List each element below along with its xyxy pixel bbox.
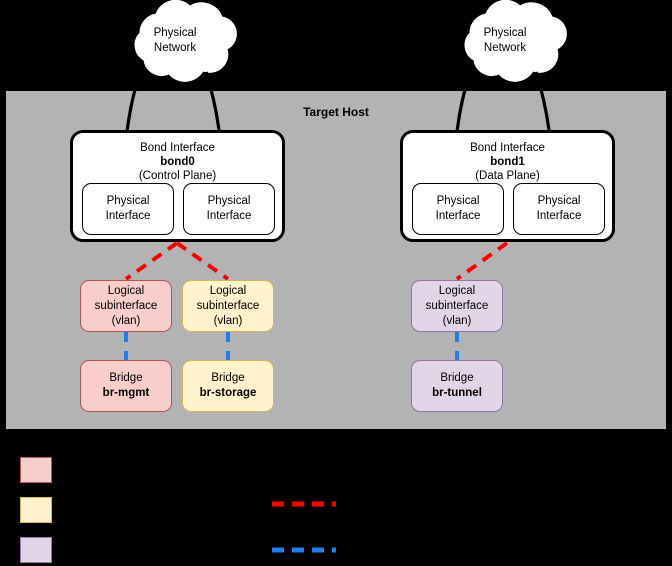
- bond1-phy1-label: Physical Interface: [435, 195, 481, 222]
- bond1-name: bond1: [490, 156, 525, 168]
- vlan-storage-label: Logical subinterface (vlan): [196, 284, 260, 327]
- bond0-phy1-label: Physical Interface: [105, 195, 151, 222]
- vlan-mgmt-node[interactable]: Logical subinterface (vlan): [80, 280, 172, 332]
- bond0-plane: (Control Plane): [138, 170, 217, 182]
- cloud-left-label: Physical Network: [153, 27, 197, 54]
- bond1-container[interactable]: Bond Interface bond1 (Data Plane) Physic…: [400, 130, 615, 242]
- bridge-br-mgmt-label: Bridge br-mgmt: [102, 372, 150, 399]
- bond0-phy2-label: Physical Interface: [206, 195, 252, 222]
- bond0-name: bond0: [160, 156, 195, 168]
- bond1-physical-interface-1[interactable]: Physical Interface: [412, 183, 504, 235]
- legend-swatch-storage: [20, 497, 52, 523]
- bridge-br-tunnel-label: Bridge br-tunnel: [432, 372, 482, 399]
- bond0-title: Bond Interface: [140, 142, 215, 154]
- bond1-title-block: Bond Interface bond1 (Data Plane): [403, 141, 612, 183]
- bridge-br-storage-label: Bridge br-storage: [199, 372, 257, 399]
- bridge-br-tunnel-node[interactable]: Bridge br-tunnel: [411, 360, 503, 412]
- bond1-phy2-label: Physical Interface: [536, 195, 582, 222]
- bond0-title-block: Bond Interface bond0 (Control Plane): [73, 141, 282, 183]
- vlan-mgmt-label: Logical subinterface (vlan): [94, 284, 158, 327]
- bond1-title: Bond Interface: [470, 142, 545, 154]
- bond0-container[interactable]: Bond Interface bond0 (Control Plane) Phy…: [70, 130, 285, 242]
- bond1-plane: (Data Plane): [475, 170, 540, 182]
- bond1-physical-interface-2[interactable]: Physical Interface: [513, 183, 605, 235]
- bond0-physical-interface-1[interactable]: Physical Interface: [82, 183, 174, 235]
- vlan-tunnel-label: Logical subinterface (vlan): [425, 284, 489, 327]
- vlan-tunnel-node[interactable]: Logical subinterface (vlan): [411, 280, 503, 332]
- bridge-br-storage-node[interactable]: Bridge br-storage: [182, 360, 274, 412]
- bond0-physical-interface-2[interactable]: Physical Interface: [183, 183, 275, 235]
- cloud-right-label: Physical Network: [483, 27, 527, 54]
- bridge-br-mgmt-node[interactable]: Bridge br-mgmt: [80, 360, 172, 412]
- legend-swatch-tunnel: [20, 537, 52, 563]
- target-host-title: Target Host: [303, 105, 369, 119]
- vlan-storage-node[interactable]: Logical subinterface (vlan): [182, 280, 274, 332]
- legend-swatch-mgmt: [20, 457, 52, 483]
